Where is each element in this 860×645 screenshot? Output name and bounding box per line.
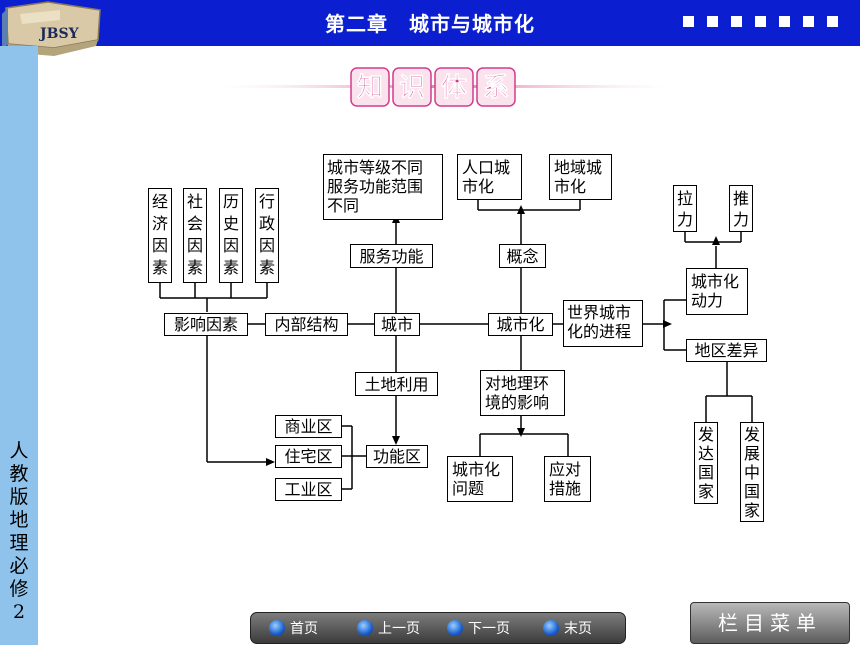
circle-icon <box>357 620 373 636</box>
node-driving-force: 城市化动力 <box>686 268 748 315</box>
node-urbanization: 城市化 <box>488 313 553 336</box>
circle-icon <box>447 620 463 636</box>
arrowheads <box>266 205 720 466</box>
node-push: 推力 <box>729 185 753 232</box>
banner-char-bg <box>350 67 390 107</box>
last-page-label: 末页 <box>564 621 592 637</box>
node-functional-zone: 功能区 <box>366 445 428 468</box>
square-icon <box>827 16 838 27</box>
first-page-label: 首页 <box>290 621 318 637</box>
node-population-urbanization: 人口城市化 <box>457 154 522 200</box>
banner-char: 系 <box>483 73 509 103</box>
node-internal-structure: 内部结构 <box>265 313 348 336</box>
sidebar <box>0 46 38 645</box>
first-page-button[interactable]: 首页 <box>269 618 318 638</box>
node-influence-factors: 影响因素 <box>164 313 248 336</box>
connector-lines <box>159 200 753 490</box>
node-environment-impact: 对地理环境的影响 <box>480 370 565 416</box>
node-regional-difference: 地区差异 <box>686 339 767 362</box>
book-logo: JBSY <box>2 1 101 56</box>
node-service-description: 城市等级不同服务功能范围不同 <box>323 154 443 220</box>
square-icon <box>779 16 790 27</box>
banner-char: 体 <box>441 73 468 103</box>
square-icon <box>707 16 718 27</box>
next-page-label: 下一页 <box>468 621 510 637</box>
square-icon <box>683 16 694 27</box>
factor-economic: 经济因素 <box>148 188 172 283</box>
chapter-title: 第二章 城市与城市化 <box>325 12 535 36</box>
circle-icon <box>543 620 559 636</box>
menu-button[interactable]: 栏目菜单 <box>690 602 850 644</box>
zone-commercial: 商业区 <box>275 415 342 438</box>
prev-page-button[interactable]: 上一页 <box>357 618 420 638</box>
node-concept: 概念 <box>499 244 546 268</box>
banner-char: 知 <box>357 73 383 103</box>
banner-char-bg <box>476 67 516 107</box>
factor-social: 社会因素 <box>183 188 207 283</box>
node-pull: 拉力 <box>673 185 697 232</box>
last-page-button[interactable]: 末页 <box>543 618 592 638</box>
logo-text: JBSY <box>38 26 80 42</box>
zone-industrial: 工业区 <box>275 478 342 501</box>
prev-page-label: 上一页 <box>378 621 420 637</box>
square-icon <box>755 16 766 27</box>
next-page-button[interactable]: 下一页 <box>447 618 510 638</box>
zone-residential: 住宅区 <box>275 445 342 468</box>
section-banner: 知识体系 <box>222 67 670 107</box>
square-icon <box>731 16 742 27</box>
node-land-use: 土地利用 <box>355 372 438 396</box>
node-service-function: 服务功能 <box>350 244 433 268</box>
factor-historical: 历史因素 <box>219 188 243 283</box>
banner-char-bg <box>392 67 432 107</box>
node-urban-problems: 城市化问题 <box>447 456 513 502</box>
node-land-urbanization: 地域城市化 <box>549 154 612 200</box>
square-icon <box>803 16 814 27</box>
banner-char-bg <box>434 67 474 107</box>
factor-administrative: 行政因素 <box>255 188 279 283</box>
node-developed-countries: 发达国家 <box>694 422 718 504</box>
node-city: 城市 <box>374 313 420 336</box>
nav-bar: 首页 上一页 下一页 末页 <box>250 612 626 644</box>
node-world-urbanization-process: 世界城市化的进程 <box>563 300 643 347</box>
node-measures: 应对措施 <box>544 456 591 502</box>
circle-icon <box>269 620 285 636</box>
header-squares <box>683 16 838 27</box>
node-developing-countries: 发展中国家 <box>740 422 764 522</box>
banner-char: 识 <box>399 73 425 103</box>
